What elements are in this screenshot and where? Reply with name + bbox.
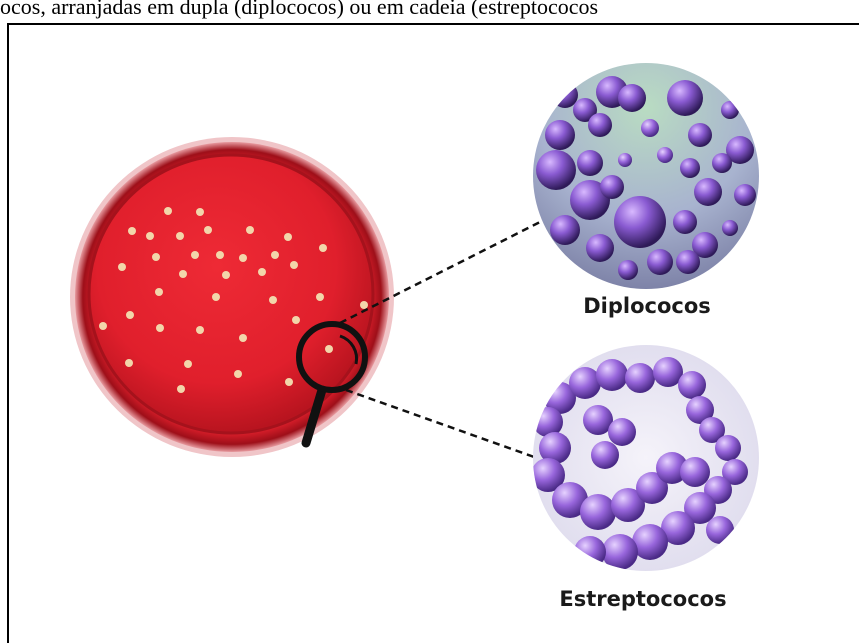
diplococci-circle-image [533, 63, 759, 289]
petri-dish-icon [70, 137, 394, 457]
streptococci-circle-image [531, 345, 759, 571]
label-estreptococos: Estreptococos [533, 587, 753, 611]
connector-line-estreptococos [346, 390, 537, 458]
label-diplococos: Diplococos [537, 294, 757, 318]
